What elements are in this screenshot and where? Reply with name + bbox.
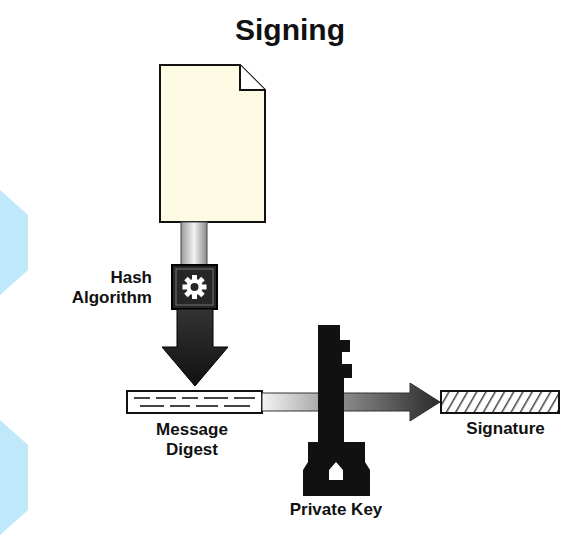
hash-gear-box (172, 265, 217, 309)
signature-bar (441, 391, 559, 413)
data-pipe (181, 222, 207, 266)
component-label: Hash Algorithm (30, 268, 152, 309)
component-label: Message Digest (145, 420, 240, 461)
component-label: Private Key (289, 500, 384, 520)
message-digest-bar (127, 391, 262, 413)
diagram-title: Signing (170, 12, 410, 48)
background-decoration (0, 190, 28, 535)
component-label: Signature (443, 419, 568, 439)
right-arrow (262, 383, 440, 421)
private-key-icon (303, 325, 370, 496)
document-icon (160, 65, 265, 222)
down-arrow (162, 309, 228, 386)
